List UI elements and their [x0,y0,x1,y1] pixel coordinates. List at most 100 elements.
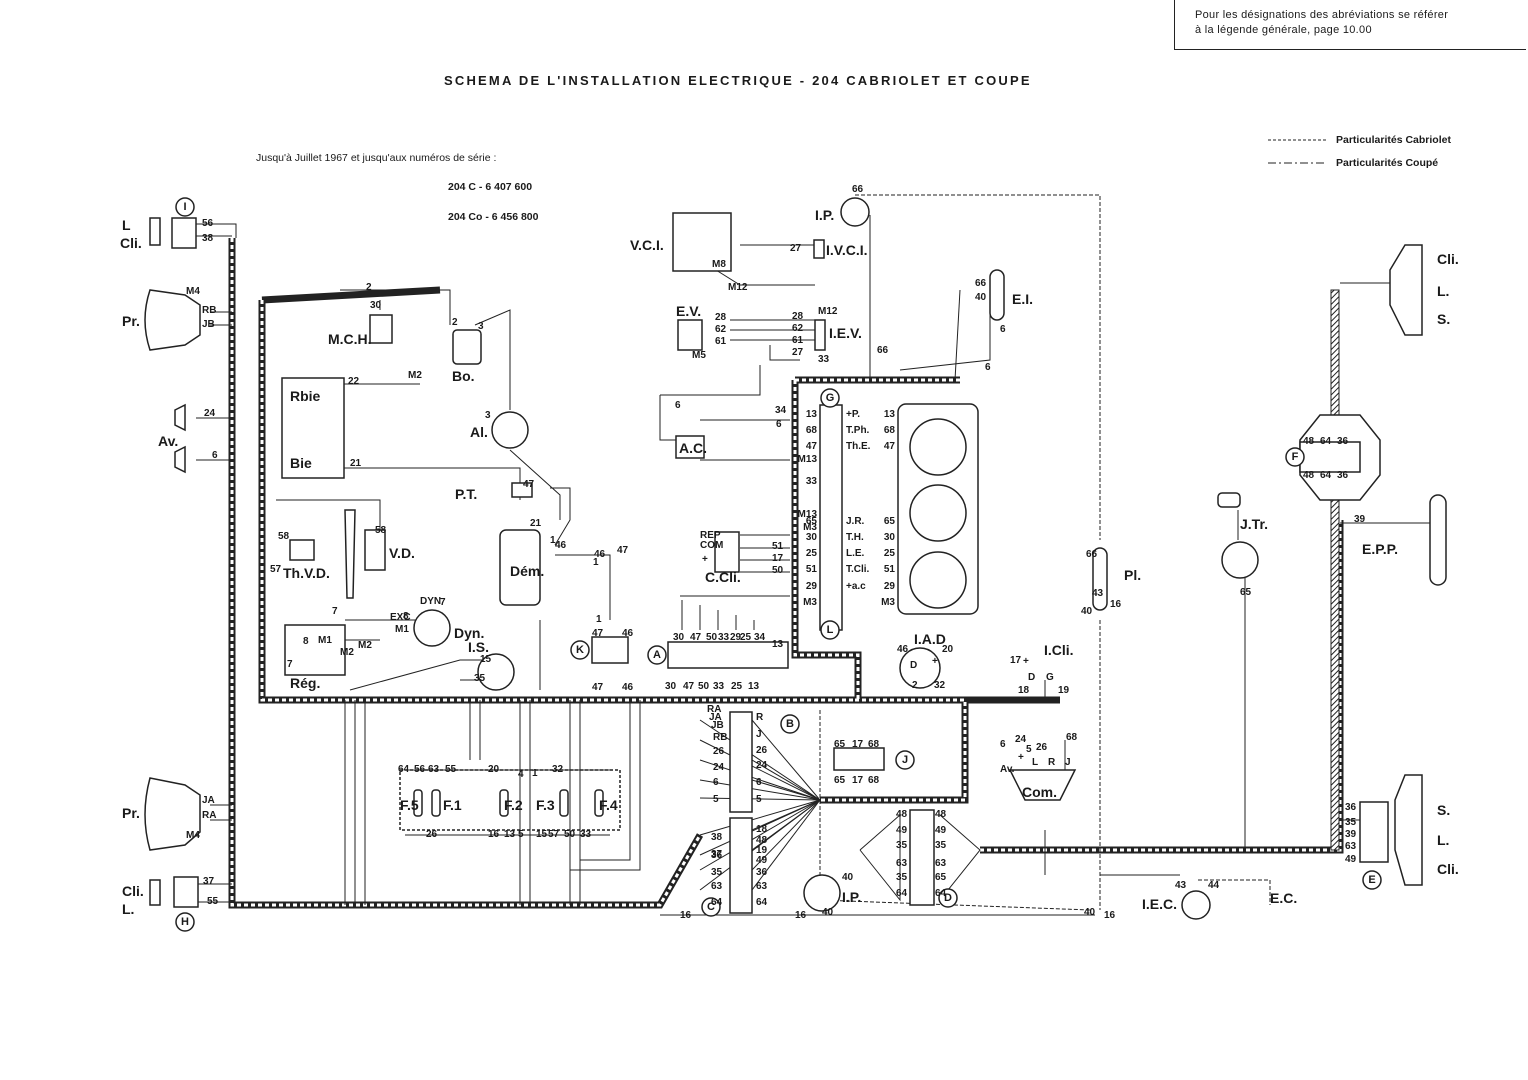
reference-note-line-2: à la légende générale, page 10.00 [1195,24,1372,36]
wire-number: 35 [1345,817,1357,828]
connector-b-letter: B [786,718,794,730]
wire-number: 30 [665,681,677,692]
gauge-row-name: T.H. [846,532,864,543]
gauge-row-right-number: 65 [884,516,896,527]
label-epp: E.P.P. [1362,541,1398,557]
wire-number: M5 [692,350,706,361]
wire-number: 40 [1084,907,1096,918]
wire-number: 20 [488,764,500,775]
wire-number: 48 [756,835,768,846]
wire-number: 26 [1036,742,1048,753]
connector-h-circle [175,912,195,932]
wire-number: 48 [935,809,947,820]
wire-number: 40 [1081,606,1093,617]
iev-body [814,319,826,351]
fuse-f3 [559,789,569,817]
diagram-title: SCHEMA DE L'INSTALLATION ELECTRIQUE - 20… [444,73,1032,88]
wire-number: 50 [706,632,718,643]
wire-number: EXC [390,612,411,623]
connector-l-letter: L [827,624,834,636]
connector-i-letter: I [183,201,186,213]
horn-bottom [174,445,186,474]
label-mch: M.C.H. [328,331,372,347]
wire-number: 38 [202,233,214,244]
gauge-row-right-number: 68 [884,425,896,436]
fuse-f4 [594,789,604,817]
wire-number: 40 [822,907,834,918]
wire-number: 51 [772,541,784,552]
wire-number: 18 [1018,685,1030,696]
wire-number: 5 [713,794,719,805]
wire-number: 36 [711,850,723,861]
connector-d-block [909,809,935,906]
wire-number: 6 [1000,324,1006,335]
label-ev: E.V. [676,303,701,319]
wire-number: 19 [1058,685,1070,696]
battery-body [281,377,345,479]
label-iec: I.E.C. [1142,896,1177,912]
wire-number: REP [700,530,721,541]
label-al: Al. [470,424,488,440]
wire-number: 17 [852,739,864,750]
wire-number: 35 [474,673,486,684]
wire-number: 4 [518,769,524,780]
ivci-body [813,239,825,259]
label-rbie: Rbie [290,388,321,404]
wire-number: + [1018,752,1024,763]
wire-number: 48 [896,809,908,820]
label-cli-top-left: Cli. [120,235,142,251]
wire-number: 46 [897,644,909,655]
label-ip-top: I.P. [815,207,834,223]
gauge-row-right-number: 30 [884,532,896,543]
coil-body [452,329,482,365]
wire-number: 68 [868,739,880,750]
connector-f-block [1299,441,1361,473]
wire-number: 7 [440,597,446,608]
wire-number: M2 [358,640,372,651]
wire-number: 30 [370,300,382,311]
wire-number: 16 [680,910,692,921]
gauge-row-left-number: 33 [806,476,818,487]
wire-number: + [1023,656,1029,667]
serial-204c: 204 C - 6 407 600 [448,181,533,193]
connector-h-block [173,876,199,908]
wire-number: 6 [756,777,762,788]
wire-number: 20 [942,644,954,655]
headlamp-bottom [144,777,201,851]
label-ac: A.C. [679,440,707,456]
regulator-body [284,624,346,676]
label-is: I.S. [468,639,489,655]
epp-body [1429,494,1447,586]
fuse-f5 [413,789,423,817]
wire-number: 24 [1015,734,1027,745]
wire-number: 21 [350,458,362,469]
wire-number: 21 [530,518,542,529]
label-cli-bottom-left: Cli. [122,883,144,899]
wire-number: 35 [896,840,908,851]
wire-number: 13 [772,639,784,650]
label-ip-bottom: I.P. [842,889,861,905]
wire-number: D [910,660,917,671]
wire-number: 6 [776,419,782,430]
clock-gauge [909,418,967,476]
wire-number: 6 [713,777,719,788]
wire-number: 16 [488,829,500,840]
horn-top [174,403,186,432]
label-iev: I.E.V. [829,325,862,341]
wire-number: 64 [896,888,908,899]
wire-number: 35 [896,872,908,883]
wire-number: 22 [348,376,360,387]
wire-number: M12 [728,282,748,293]
wire-number: 35 [935,840,947,851]
reference-note: Pour les désignations des abréviations s… [1174,0,1526,50]
wire-number: JB [202,319,215,330]
connector-e-block [1359,801,1389,863]
ignition-switch-body [477,653,515,691]
wire-number: 5 [1026,744,1032,755]
wire-number: 64 [398,764,410,775]
connector-a-letter: A [653,649,661,661]
wire-number: 19 [756,845,768,856]
wire-number: 30 [673,632,685,643]
wire-number: 26 [426,829,438,840]
